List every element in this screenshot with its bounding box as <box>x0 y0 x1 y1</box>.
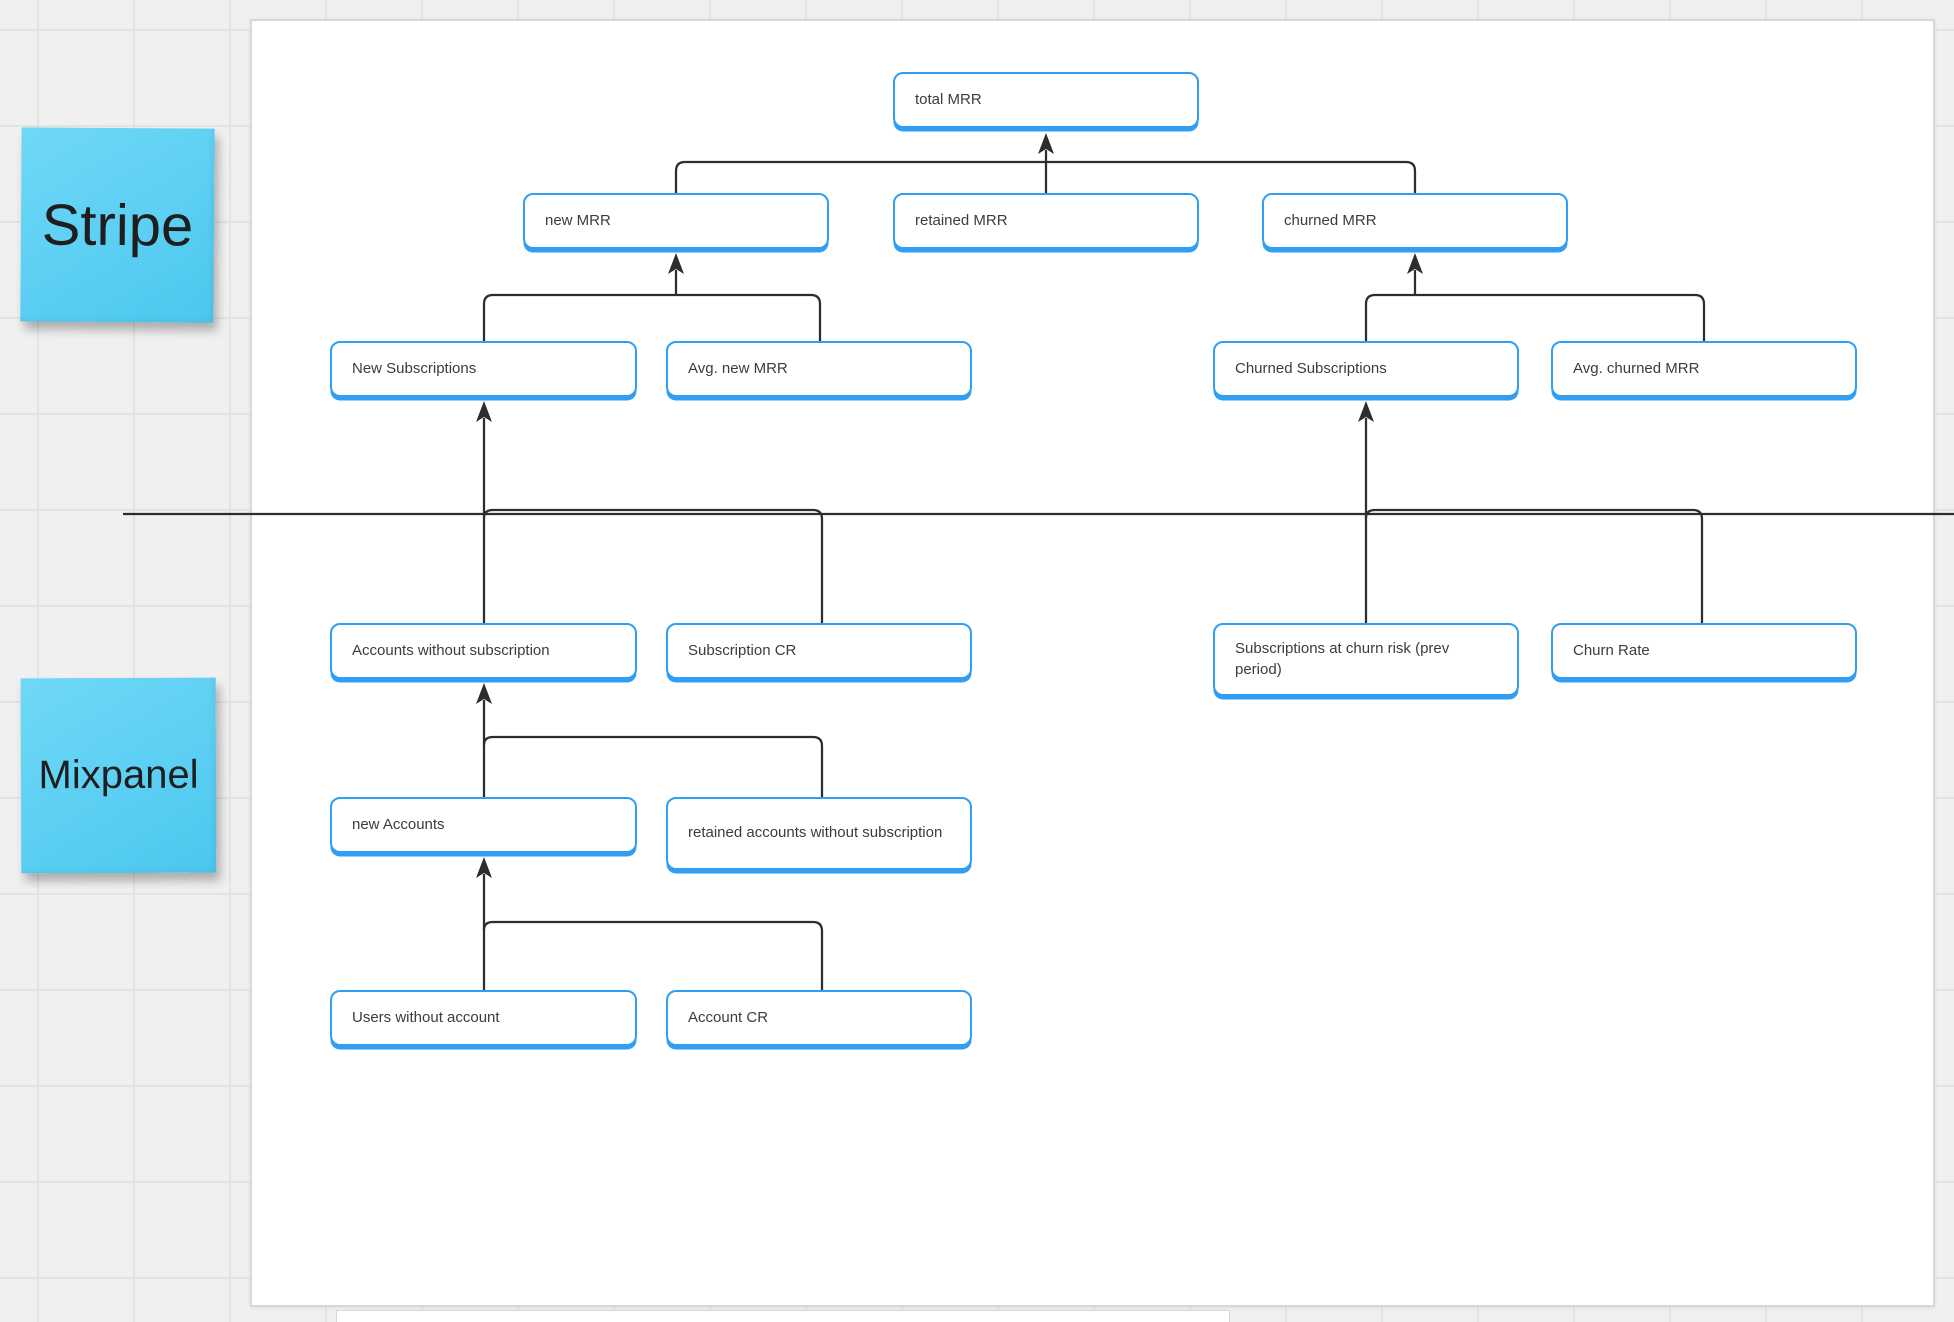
sticky-note-label: Stripe <box>41 191 194 259</box>
node-label: Users without account <box>352 1008 500 1026</box>
node-avg-churned-mrr[interactable]: Avg. churned MRR <box>1551 341 1857 397</box>
node-users-without-account[interactable]: Users without account <box>330 990 637 1046</box>
node-label: Subscriptions at churn risk (prev period… <box>1235 640 1450 678</box>
node-label: retained accounts without subscription <box>688 824 943 842</box>
node-label: Avg. new MRR <box>688 359 788 377</box>
node-label: Churn Rate <box>1573 641 1650 659</box>
node-churn-rate[interactable]: Churn Rate <box>1551 623 1857 679</box>
node-label: New Subscriptions <box>352 359 477 377</box>
node-label: Avg. churned MRR <box>1573 359 1700 377</box>
node-new-subscriptions[interactable]: New Subscriptions <box>330 341 637 397</box>
node-label: Subscription CR <box>688 641 797 659</box>
node-label: Churned Subscriptions <box>1235 359 1387 377</box>
node-total-mrr[interactable]: total MRR <box>893 72 1199 128</box>
sticky-note-mixpanel[interactable]: Mixpanel <box>20 677 217 874</box>
sticky-note-label: Mixpanel <box>38 752 199 798</box>
node-label: new Accounts <box>352 815 445 833</box>
node-label: Accounts without subscription <box>352 641 550 659</box>
node-subscription-cr[interactable]: Subscription CR <box>666 623 972 679</box>
node-retained-accounts-without-subscription[interactable]: retained accounts without subscription <box>666 797 972 870</box>
node-label: total MRR <box>915 90 982 108</box>
node-churned-subscriptions[interactable]: Churned Subscriptions <box>1213 341 1519 397</box>
frame-below-peek[interactable] <box>336 1310 1230 1322</box>
node-churned-mrr[interactable]: churned MRR <box>1262 193 1568 249</box>
node-label: retained MRR <box>915 211 1008 229</box>
node-avg-new-mrr[interactable]: Avg. new MRR <box>666 341 972 397</box>
node-label: churned MRR <box>1284 211 1377 229</box>
sticky-note-stripe[interactable]: Stripe <box>20 127 215 323</box>
node-retained-mrr[interactable]: retained MRR <box>893 193 1199 249</box>
node-accounts-without-subscription[interactable]: Accounts without subscription <box>330 623 637 679</box>
node-new-mrr[interactable]: new MRR <box>523 193 829 249</box>
node-new-accounts[interactable]: new Accounts <box>330 797 637 853</box>
node-account-cr[interactable]: Account CR <box>666 990 972 1046</box>
node-label: Account CR <box>688 1008 769 1026</box>
node-label: new MRR <box>545 211 611 229</box>
node-subscriptions-at-churn-risk[interactable]: Subscriptions at churn risk (prev period… <box>1213 623 1519 696</box>
